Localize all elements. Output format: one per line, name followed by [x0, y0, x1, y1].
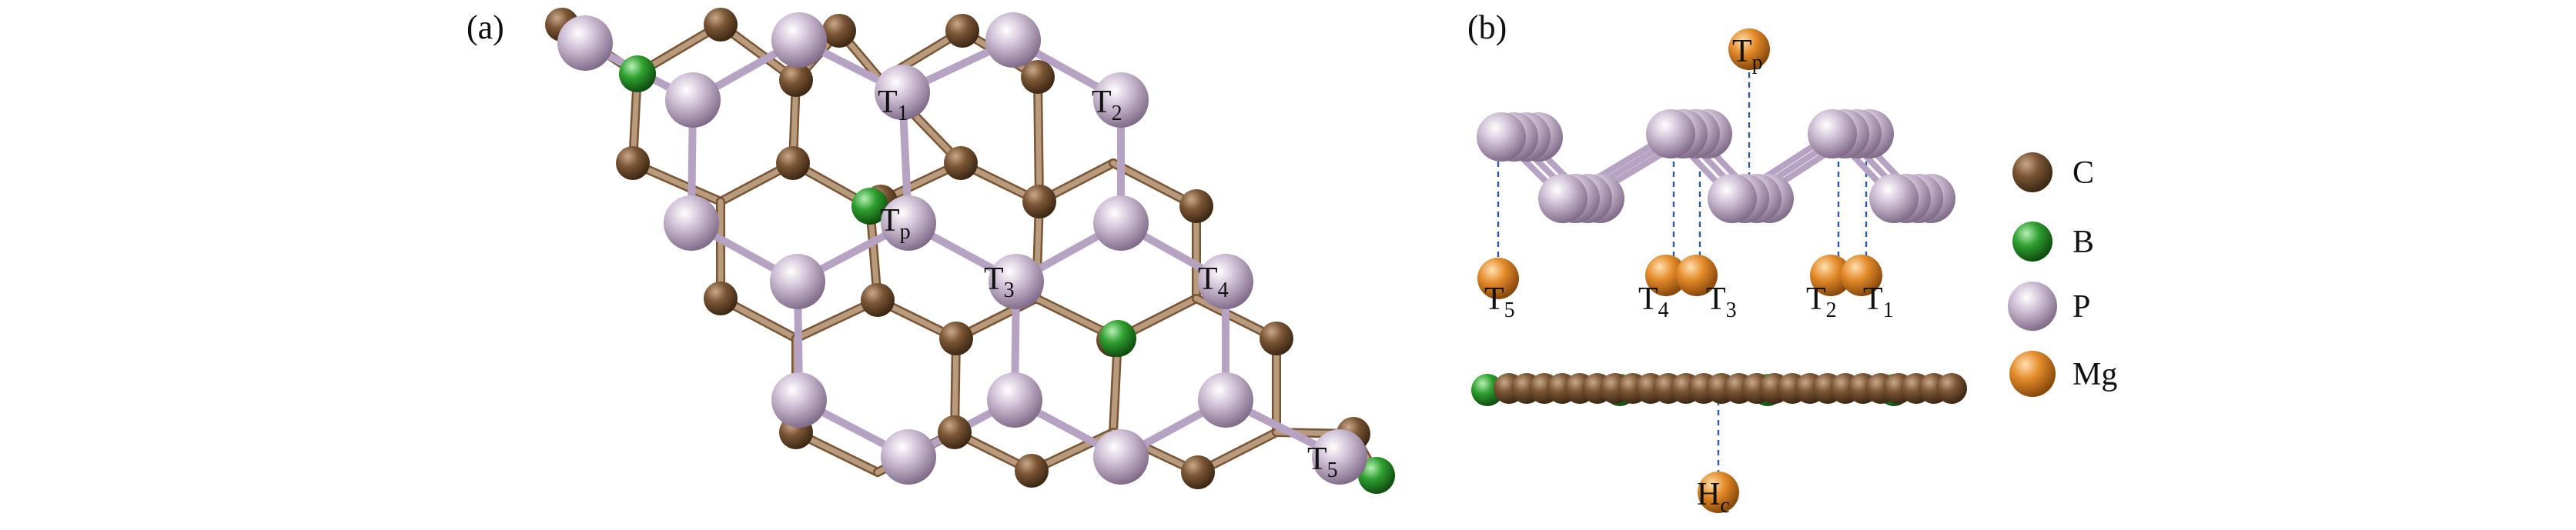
side-view-panel: (b) Tp T5 T4 T3 T2 T1 Hc: [1467, 8, 1967, 518]
phosphorus-atom: [771, 372, 827, 428]
magnesium-atom: [1841, 255, 1882, 296]
carbon-atom: [939, 322, 973, 355]
phosphorus-atom: [1093, 195, 1149, 251]
boron-atom: [619, 55, 656, 92]
panel-b-label: (b): [1467, 8, 1507, 46]
legend-magnesium-label: Mg: [2073, 357, 2117, 392]
legend-phosphorus-label: P: [2073, 289, 2090, 325]
phosphorus-atom: [987, 372, 1042, 428]
side-phosphorus-atom: [1538, 174, 1587, 223]
magnesium-atom: [1728, 28, 1770, 70]
carbon-atom: [938, 415, 972, 449]
legend-item-magnesium: Mg: [2009, 351, 2117, 397]
carbon-atom: [616, 146, 650, 180]
boron-atom: [1099, 320, 1136, 357]
phosphorus-atom: [665, 72, 721, 128]
phosphorus-atom: [1198, 372, 1253, 428]
legend: C B P Mg: [2008, 152, 2117, 397]
phosphorus-atom: [1093, 72, 1149, 128]
site-label-t4: T4: [1198, 262, 1229, 302]
site-label-t1: T1: [878, 85, 908, 125]
carbon-atom: [1015, 454, 1049, 488]
side-site-label-tp: Tp: [1732, 34, 1763, 75]
phosphorus-atom: [881, 195, 936, 251]
phosphorus-atom: [1312, 429, 1367, 485]
carbon-atom: [1021, 60, 1055, 94]
carbon-atom: [704, 8, 738, 42]
legend-item-phosphorus: P: [2008, 282, 2090, 331]
side-site-label-t5: T5: [1484, 282, 1515, 322]
side-phosphorus-layer: [1477, 109, 1955, 223]
boron-atoms: [619, 55, 1395, 494]
legend-item-boron: B: [2012, 222, 2094, 262]
site-label-t5: T5: [1307, 442, 1338, 482]
legend-carbon-swatch: [2012, 152, 2052, 192]
phosphorus-atom: [985, 12, 1041, 68]
carbon-atom: [1181, 455, 1215, 489]
panel-a-label: (a): [467, 8, 504, 46]
side-site-label-t1: T1: [1863, 282, 1894, 322]
magnesium-atom: [1477, 258, 1519, 299]
phosphorus-atom: [1198, 254, 1253, 309]
magnesium-atom: [1698, 472, 1739, 513]
carbon-atom: [704, 282, 738, 315]
carbon-atom: [945, 14, 979, 48]
carbon-atom: [779, 63, 813, 97]
site-label-t2: T2: [1092, 85, 1122, 125]
carbon-atom: [822, 14, 856, 48]
magnesium-atom: [1676, 255, 1718, 296]
top-view-panel: (a) T1 T2 Tp T3 T4 T5: [467, 8, 1395, 494]
boron-atom: [1358, 457, 1395, 494]
boron-atom: [851, 188, 888, 225]
legend-boron-label: B: [2073, 225, 2094, 260]
c-c-bond: [1035, 74, 1042, 205]
side-phosphorus-atom: [1646, 109, 1695, 158]
site-label-tp: Tp: [880, 203, 911, 244]
side-site-label-hc: Hc: [1697, 477, 1730, 518]
side-magnesium-sites: [1477, 28, 1882, 513]
carbon-atom: [861, 283, 895, 317]
legend-magnesium-swatch: [2009, 351, 2056, 397]
carbon-atom: [1022, 185, 1056, 218]
carbon-atom: [1260, 322, 1293, 355]
phosphorus-atom: [557, 15, 613, 71]
phosphorus-atom: [770, 254, 825, 309]
magnesium-atom: [1810, 255, 1852, 296]
legend-item-carbon: C: [2012, 152, 2094, 192]
phosphorus-atoms: [557, 12, 1367, 485]
phosphorus-atom: [664, 195, 719, 251]
side-bc-sheet: [1471, 373, 1967, 406]
carbon-atom: [944, 146, 978, 180]
side-phosphorus-atom: [1708, 174, 1757, 223]
side-site-label-t2: T2: [1806, 282, 1837, 322]
magnesium-atom: [1645, 255, 1687, 296]
phosphorus-atom: [989, 254, 1044, 309]
carbon-atom: [1179, 189, 1213, 223]
side-site-label-t4: T4: [1638, 282, 1669, 322]
side-phosphorus-atom: [1477, 112, 1526, 162]
phosphorus-atom: [771, 12, 827, 68]
side-phosphorus-atom: [1869, 174, 1919, 223]
phosphorus-atom: [1093, 429, 1149, 485]
site-label-t3: T3: [984, 262, 1015, 302]
phosphorus-atom: [881, 429, 936, 485]
legend-boron-swatch: [2012, 222, 2052, 262]
legend-phosphorus-swatch: [2008, 282, 2057, 331]
legend-carbon-label: C: [2073, 155, 2094, 191]
phosphorus-atom: [875, 65, 930, 120]
side-site-label-t3: T3: [1706, 282, 1737, 322]
side-phosphorus-atom: [1808, 109, 1857, 158]
side-carbon-atom: [1936, 373, 1967, 404]
carbon-atom: [776, 146, 810, 180]
